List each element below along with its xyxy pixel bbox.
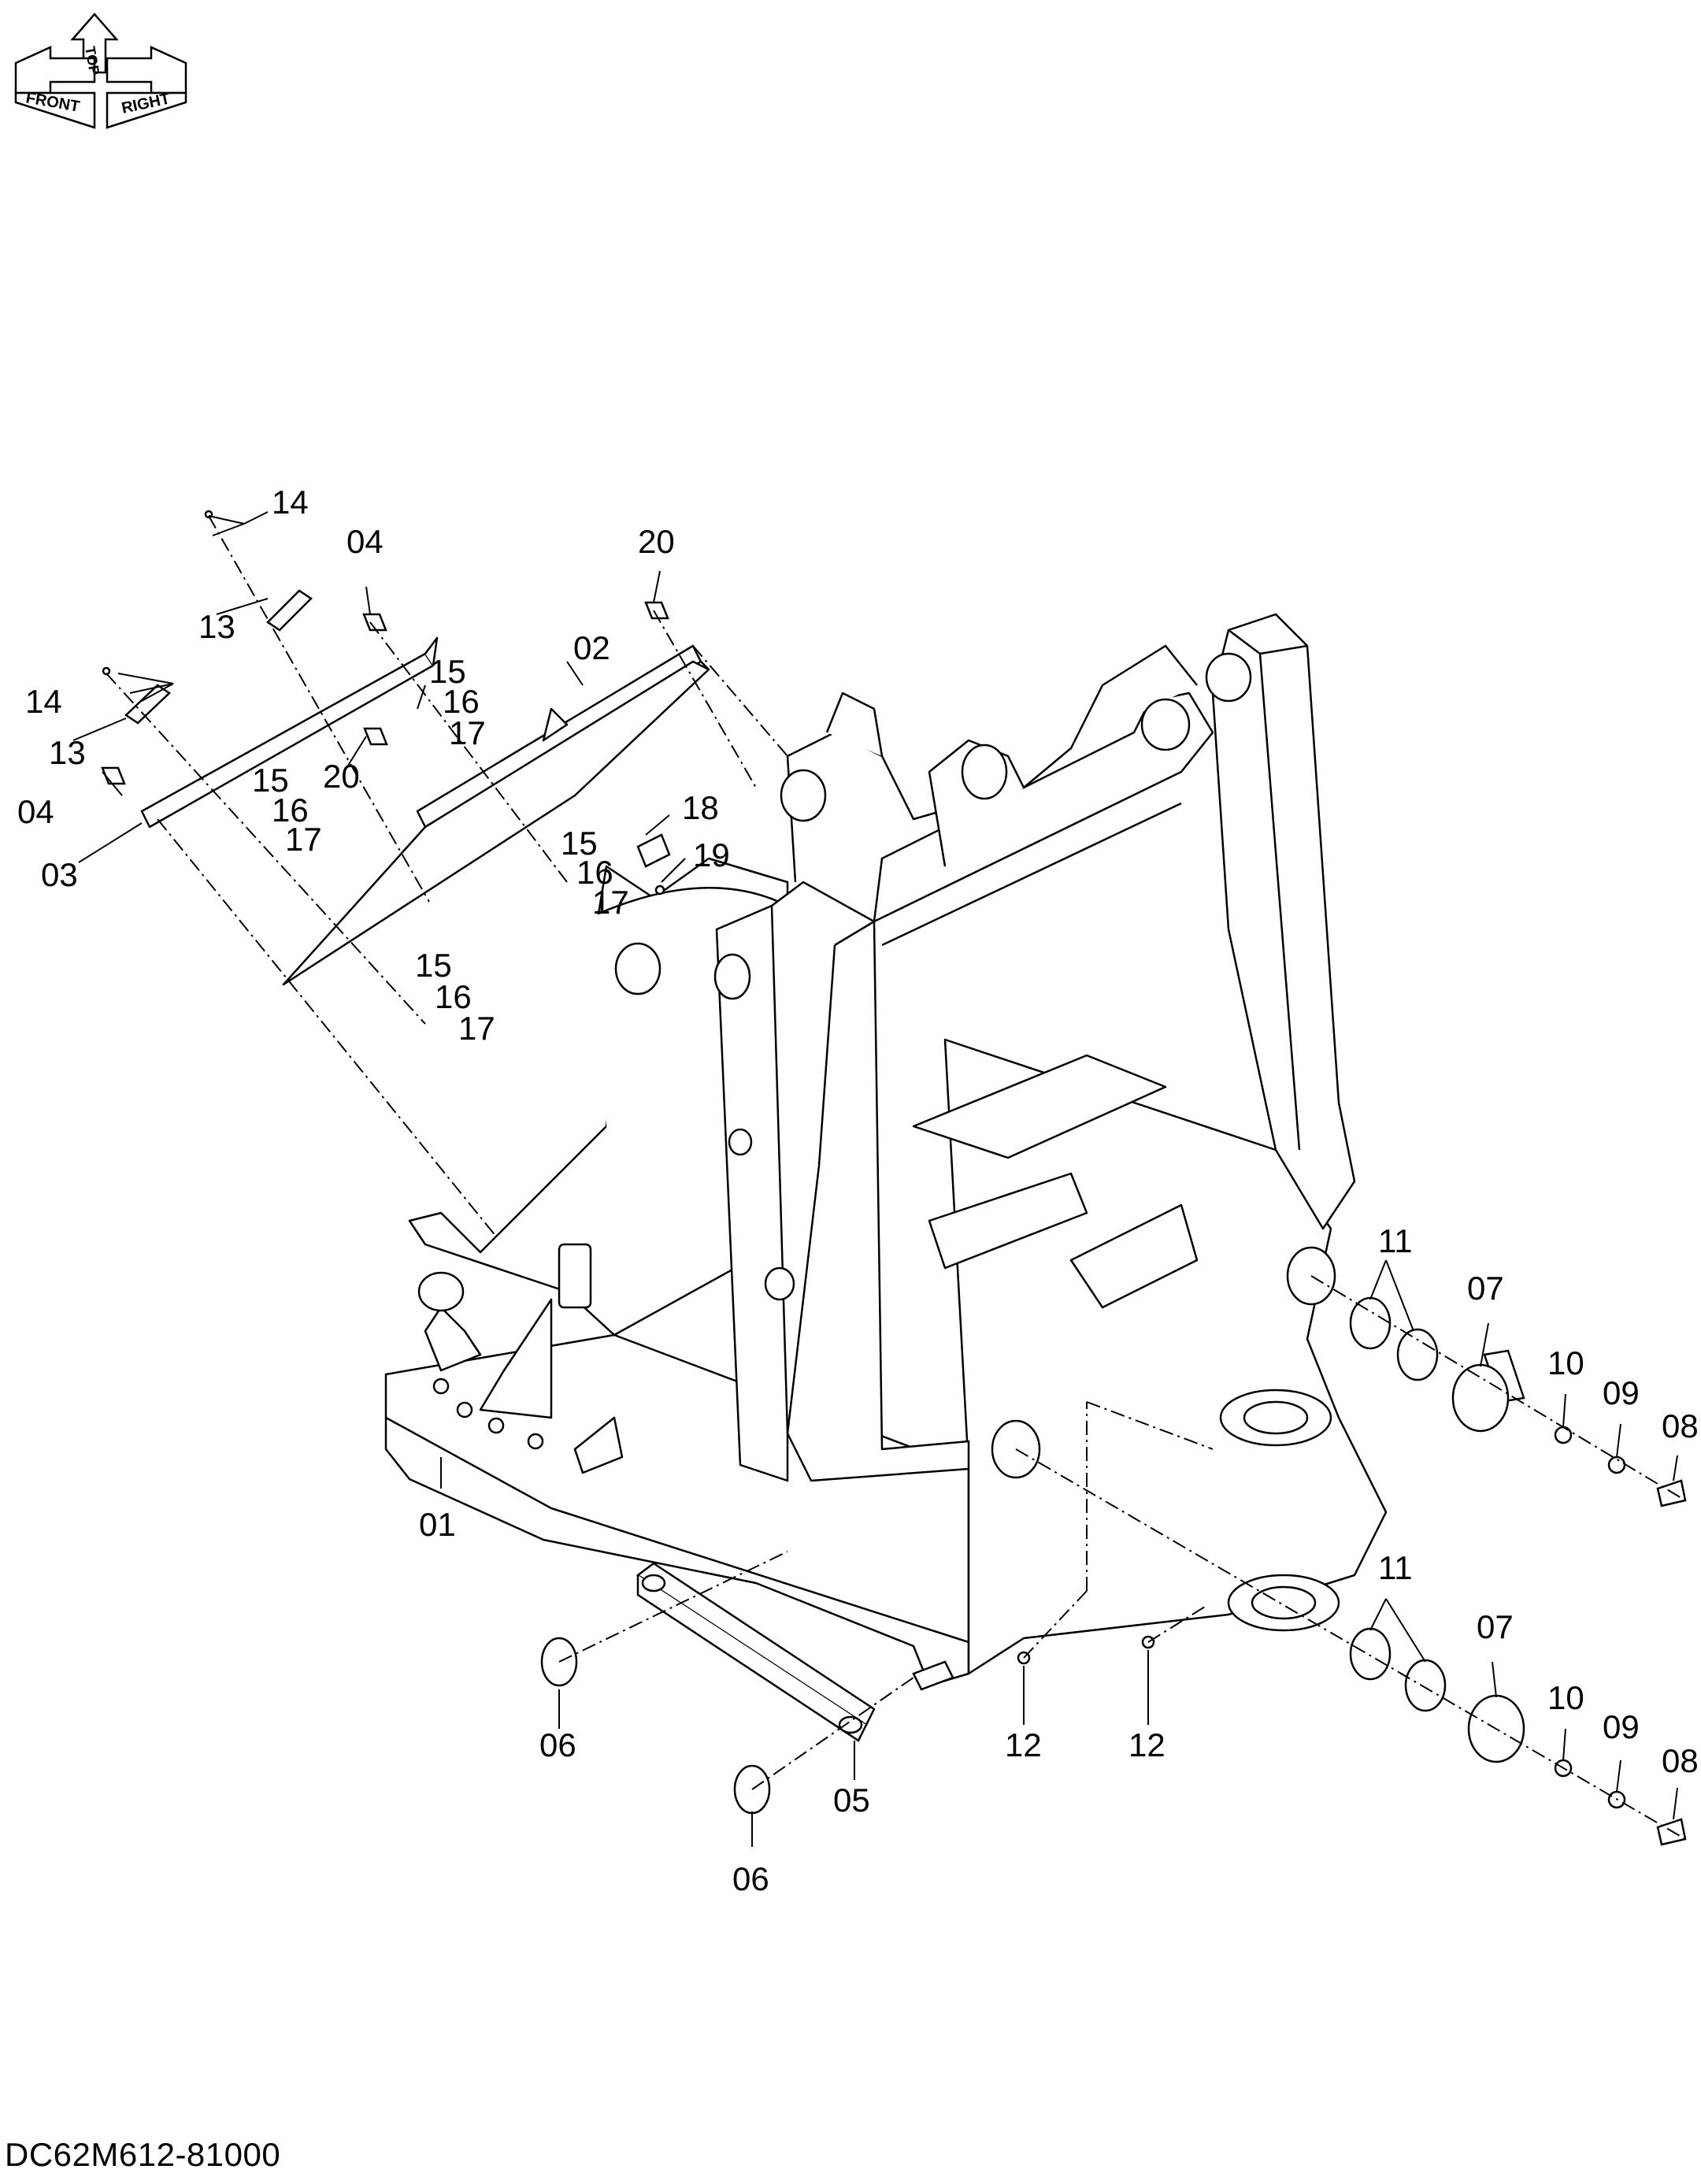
orientation-indicator: FRONT RIGHT TOP xyxy=(14,13,187,129)
callout-16-b: 16 xyxy=(272,792,309,829)
callout-03: 03 xyxy=(41,856,78,893)
callout-15-b: 15 xyxy=(252,762,289,799)
callout-12-left: 12 xyxy=(1005,1726,1042,1763)
callout-16-a: 16 xyxy=(443,683,480,720)
callout-09-lower: 09 xyxy=(1603,1708,1640,1745)
hardware xyxy=(101,510,671,895)
callout-16-c: 16 xyxy=(576,854,613,891)
main-frame xyxy=(384,613,1388,1687)
callout-15-c: 15 xyxy=(561,825,598,862)
callout-07-upper: 07 xyxy=(1467,1270,1504,1307)
callout-09-upper: 09 xyxy=(1603,1374,1640,1411)
callout-11-lower: 11 xyxy=(1378,1549,1413,1586)
callout-04-upper: 04 xyxy=(346,523,384,560)
callout-07-lower: 07 xyxy=(1477,1608,1514,1645)
callout-02: 02 xyxy=(573,629,610,666)
callout-20-upper: 20 xyxy=(638,523,675,560)
callout-01: 01 xyxy=(419,1506,456,1543)
callout-labels: 14 04 20 13 02 15 16 17 14 13 20 15 16 1… xyxy=(17,484,1699,1897)
callout-10-lower: 10 xyxy=(1547,1679,1584,1716)
callout-13-lower: 13 xyxy=(49,734,86,771)
callout-14-lower: 14 xyxy=(25,683,62,720)
callout-15-a: 15 xyxy=(429,653,466,690)
leader-lines xyxy=(72,511,1678,1847)
callout-08-lower: 08 xyxy=(1662,1742,1699,1779)
callout-04-lower: 04 xyxy=(17,793,54,830)
callout-10-upper: 10 xyxy=(1547,1344,1584,1381)
assembly-lines xyxy=(106,515,1686,1840)
callout-13-upper: 13 xyxy=(198,608,235,645)
callout-17-d: 17 xyxy=(458,1010,495,1047)
callout-05: 05 xyxy=(833,1782,870,1819)
callout-14-upper: 14 xyxy=(272,484,309,521)
callout-06-lower: 06 xyxy=(732,1860,769,1897)
tie-bar xyxy=(636,1562,876,1742)
callout-17-c: 17 xyxy=(592,884,629,921)
callout-17-b: 17 xyxy=(285,821,322,858)
callout-19: 19 xyxy=(693,836,730,873)
callout-15-d: 15 xyxy=(415,947,452,984)
callout-06-left: 06 xyxy=(539,1726,576,1763)
callout-17-a: 17 xyxy=(449,714,486,751)
callout-16-d: 16 xyxy=(435,978,472,1015)
callout-12-right: 12 xyxy=(1128,1726,1166,1763)
callout-08-upper: 08 xyxy=(1662,1407,1699,1444)
mount-set-upper xyxy=(1286,1246,1687,1507)
callout-18: 18 xyxy=(682,789,719,826)
document-code: DC62M612-81000 xyxy=(5,2136,281,2173)
callout-20-lower: 20 xyxy=(323,758,360,795)
callout-11-upper: 11 xyxy=(1378,1222,1413,1259)
cover-plates xyxy=(140,636,710,986)
